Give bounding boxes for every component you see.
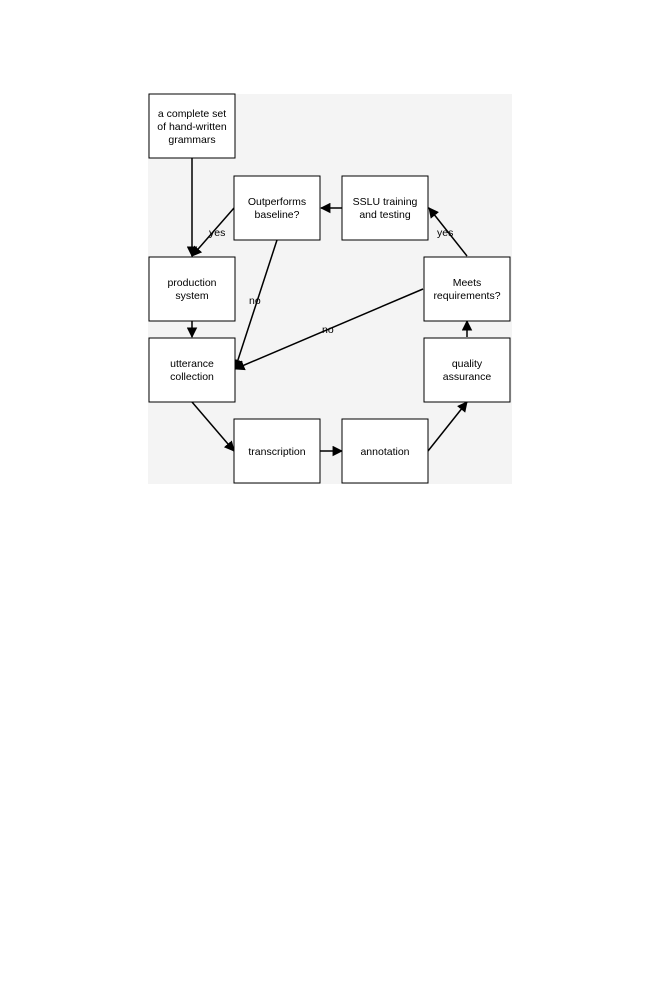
node-utterance-line-2: collection (170, 371, 214, 383)
node-transcription-line-1: transcription (248, 446, 305, 458)
node-utterance-line-1: utterance (170, 358, 214, 370)
node-grammars-line-2: of hand-written (157, 121, 227, 133)
node-quality-line-1: quality (452, 358, 483, 370)
edge-annotation-to-quality (427, 401, 468, 452)
node-transcription: transcription (233, 418, 321, 484)
label-meets-no: no (322, 324, 334, 336)
node-grammars-line-1: a complete set (158, 108, 226, 120)
node-meets-line-2: requirements? (433, 290, 500, 302)
node-quality: quality assurance (423, 337, 511, 403)
node-outperforms-line-1: Outperforms (248, 196, 306, 208)
node-production: production system (148, 256, 236, 322)
node-meets-line-1: Meets (453, 277, 482, 289)
edge-utterance-to-transcription (191, 401, 235, 452)
node-sslu: SSLU training and testing (341, 175, 429, 241)
node-grammars-line-3: grammars (168, 134, 215, 146)
node-outperforms-line-2: baseline? (255, 209, 300, 221)
label-meets-yes: yes (437, 227, 453, 239)
edges (186, 158, 473, 457)
node-annotation-line-1: annotation (360, 446, 409, 458)
node-sslu-line-2: and testing (359, 209, 411, 221)
edge-labels: yes no yes no (209, 227, 453, 336)
label-outperforms-no: no (249, 295, 261, 307)
edge-outperforms-to-utterance-no (232, 239, 278, 370)
node-utterance: utterance collection (148, 337, 236, 403)
node-production-line-1: production (167, 277, 216, 289)
node-annotation: annotation (341, 418, 429, 484)
node-grammars: a complete set of hand-written grammars (148, 93, 236, 159)
label-outperforms-yes: yes (209, 227, 225, 239)
edge-meets-to-sslu-yes (428, 207, 468, 257)
node-production-line-2: system (175, 290, 209, 302)
node-outperforms: Outperforms baseline? (233, 175, 321, 241)
edge-outperforms-to-production-yes (191, 207, 235, 257)
node-quality-line-2: assurance (443, 371, 492, 383)
edge-meets-to-utterance-no (234, 288, 424, 371)
node-meets: Meets requirements? (423, 256, 511, 322)
node-sslu-line-1: SSLU training (353, 196, 418, 208)
